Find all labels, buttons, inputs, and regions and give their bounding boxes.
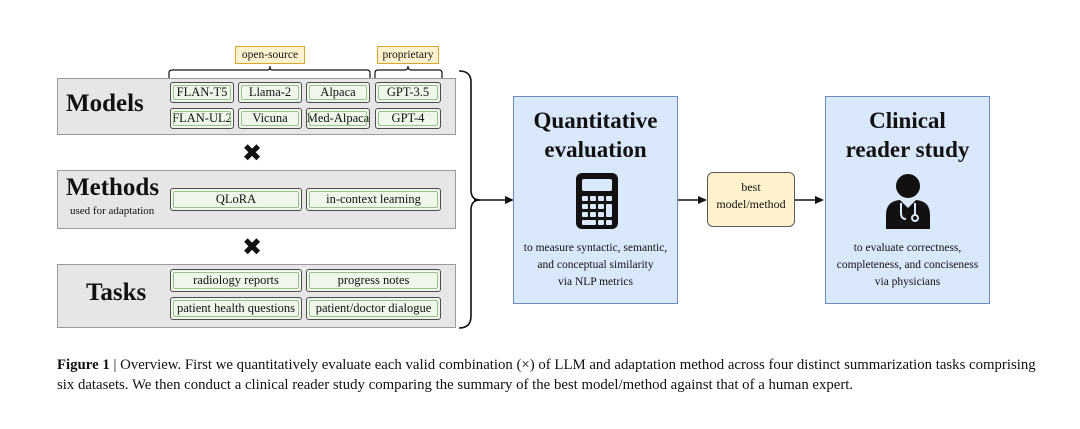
method-in-context-learning: in-context learning (306, 188, 441, 211)
methods-title: Methods (66, 174, 160, 201)
best-line1: best (741, 180, 761, 194)
model-alpaca: Alpaca (306, 82, 370, 103)
task-patient-health-questions: patient health questions (170, 297, 302, 320)
best-model-method-box: best model/method (707, 172, 795, 227)
quantitative-desc-line2: and conceptual similarity (537, 259, 654, 271)
open-source-tag: open-source (235, 46, 305, 64)
quantitative-title-line1: Quantitative (533, 108, 658, 133)
figure-caption: Figure 1 | Overview. First we quantitati… (57, 355, 1037, 395)
model-gpt-3-5: GPT-3.5 (375, 82, 441, 103)
quantitative-desc-line1: to measure syntactic, semantic, (523, 242, 668, 254)
task-radiology-reports: radiology reports (170, 269, 302, 292)
open-source-brace (168, 65, 371, 80)
model-llama-2: Llama-2 (238, 82, 302, 103)
figure-caption-text: | Overview. First we quantitatively eval… (57, 357, 1036, 393)
model-flan-t5: FLAN-T5 (170, 82, 234, 103)
methods-subtitle: used for adaptation (70, 205, 155, 217)
clinical-title-line1: Clinical (869, 108, 946, 133)
tasks-title: Tasks (86, 279, 147, 306)
model-flan-ul2: FLAN-UL2 (170, 108, 234, 129)
figure-label: Figure 1 (57, 357, 110, 373)
clinical-desc-line2: completeness, and conciseness (836, 259, 979, 271)
clinical-desc-line3: via physicians (874, 276, 941, 288)
method-qlora: QLoRA (170, 188, 302, 211)
proprietary-brace (374, 65, 443, 80)
best-line2: model/method (716, 197, 786, 211)
quantitative-title-line2: evaluation (544, 137, 647, 162)
clinical-desc-line1: to evaluate correctness, (853, 242, 962, 254)
quantitative-evaluation-box: Quantitative evaluation to measure synta… (513, 96, 678, 304)
combination-symbol-2: ✖ (242, 233, 263, 261)
task-patient-doctor-dialogue: patient/doctor dialogue (306, 297, 441, 320)
calculator-icon (576, 173, 618, 229)
arrow-head-clinical (815, 196, 824, 204)
arrow-head-best (698, 196, 707, 204)
quantitative-desc-line3: via NLP metrics (558, 276, 633, 288)
physician-icon (886, 174, 930, 229)
proprietary-tag: proprietary (377, 46, 439, 64)
clinical-reader-study-box: Clinical reader study to evaluate correc… (825, 96, 990, 304)
model-med-alpaca: Med-Alpaca (306, 108, 370, 129)
clinical-title-line2: reader study (845, 137, 970, 162)
models-title: Models (66, 90, 144, 117)
task-progress-notes: progress notes (306, 269, 441, 292)
model-vicuna: Vicuna (238, 108, 302, 129)
arrow-head-quantitative (505, 196, 514, 204)
model-gpt-4: GPT-4 (375, 108, 441, 129)
combination-symbol-1: ✖ (242, 139, 263, 167)
